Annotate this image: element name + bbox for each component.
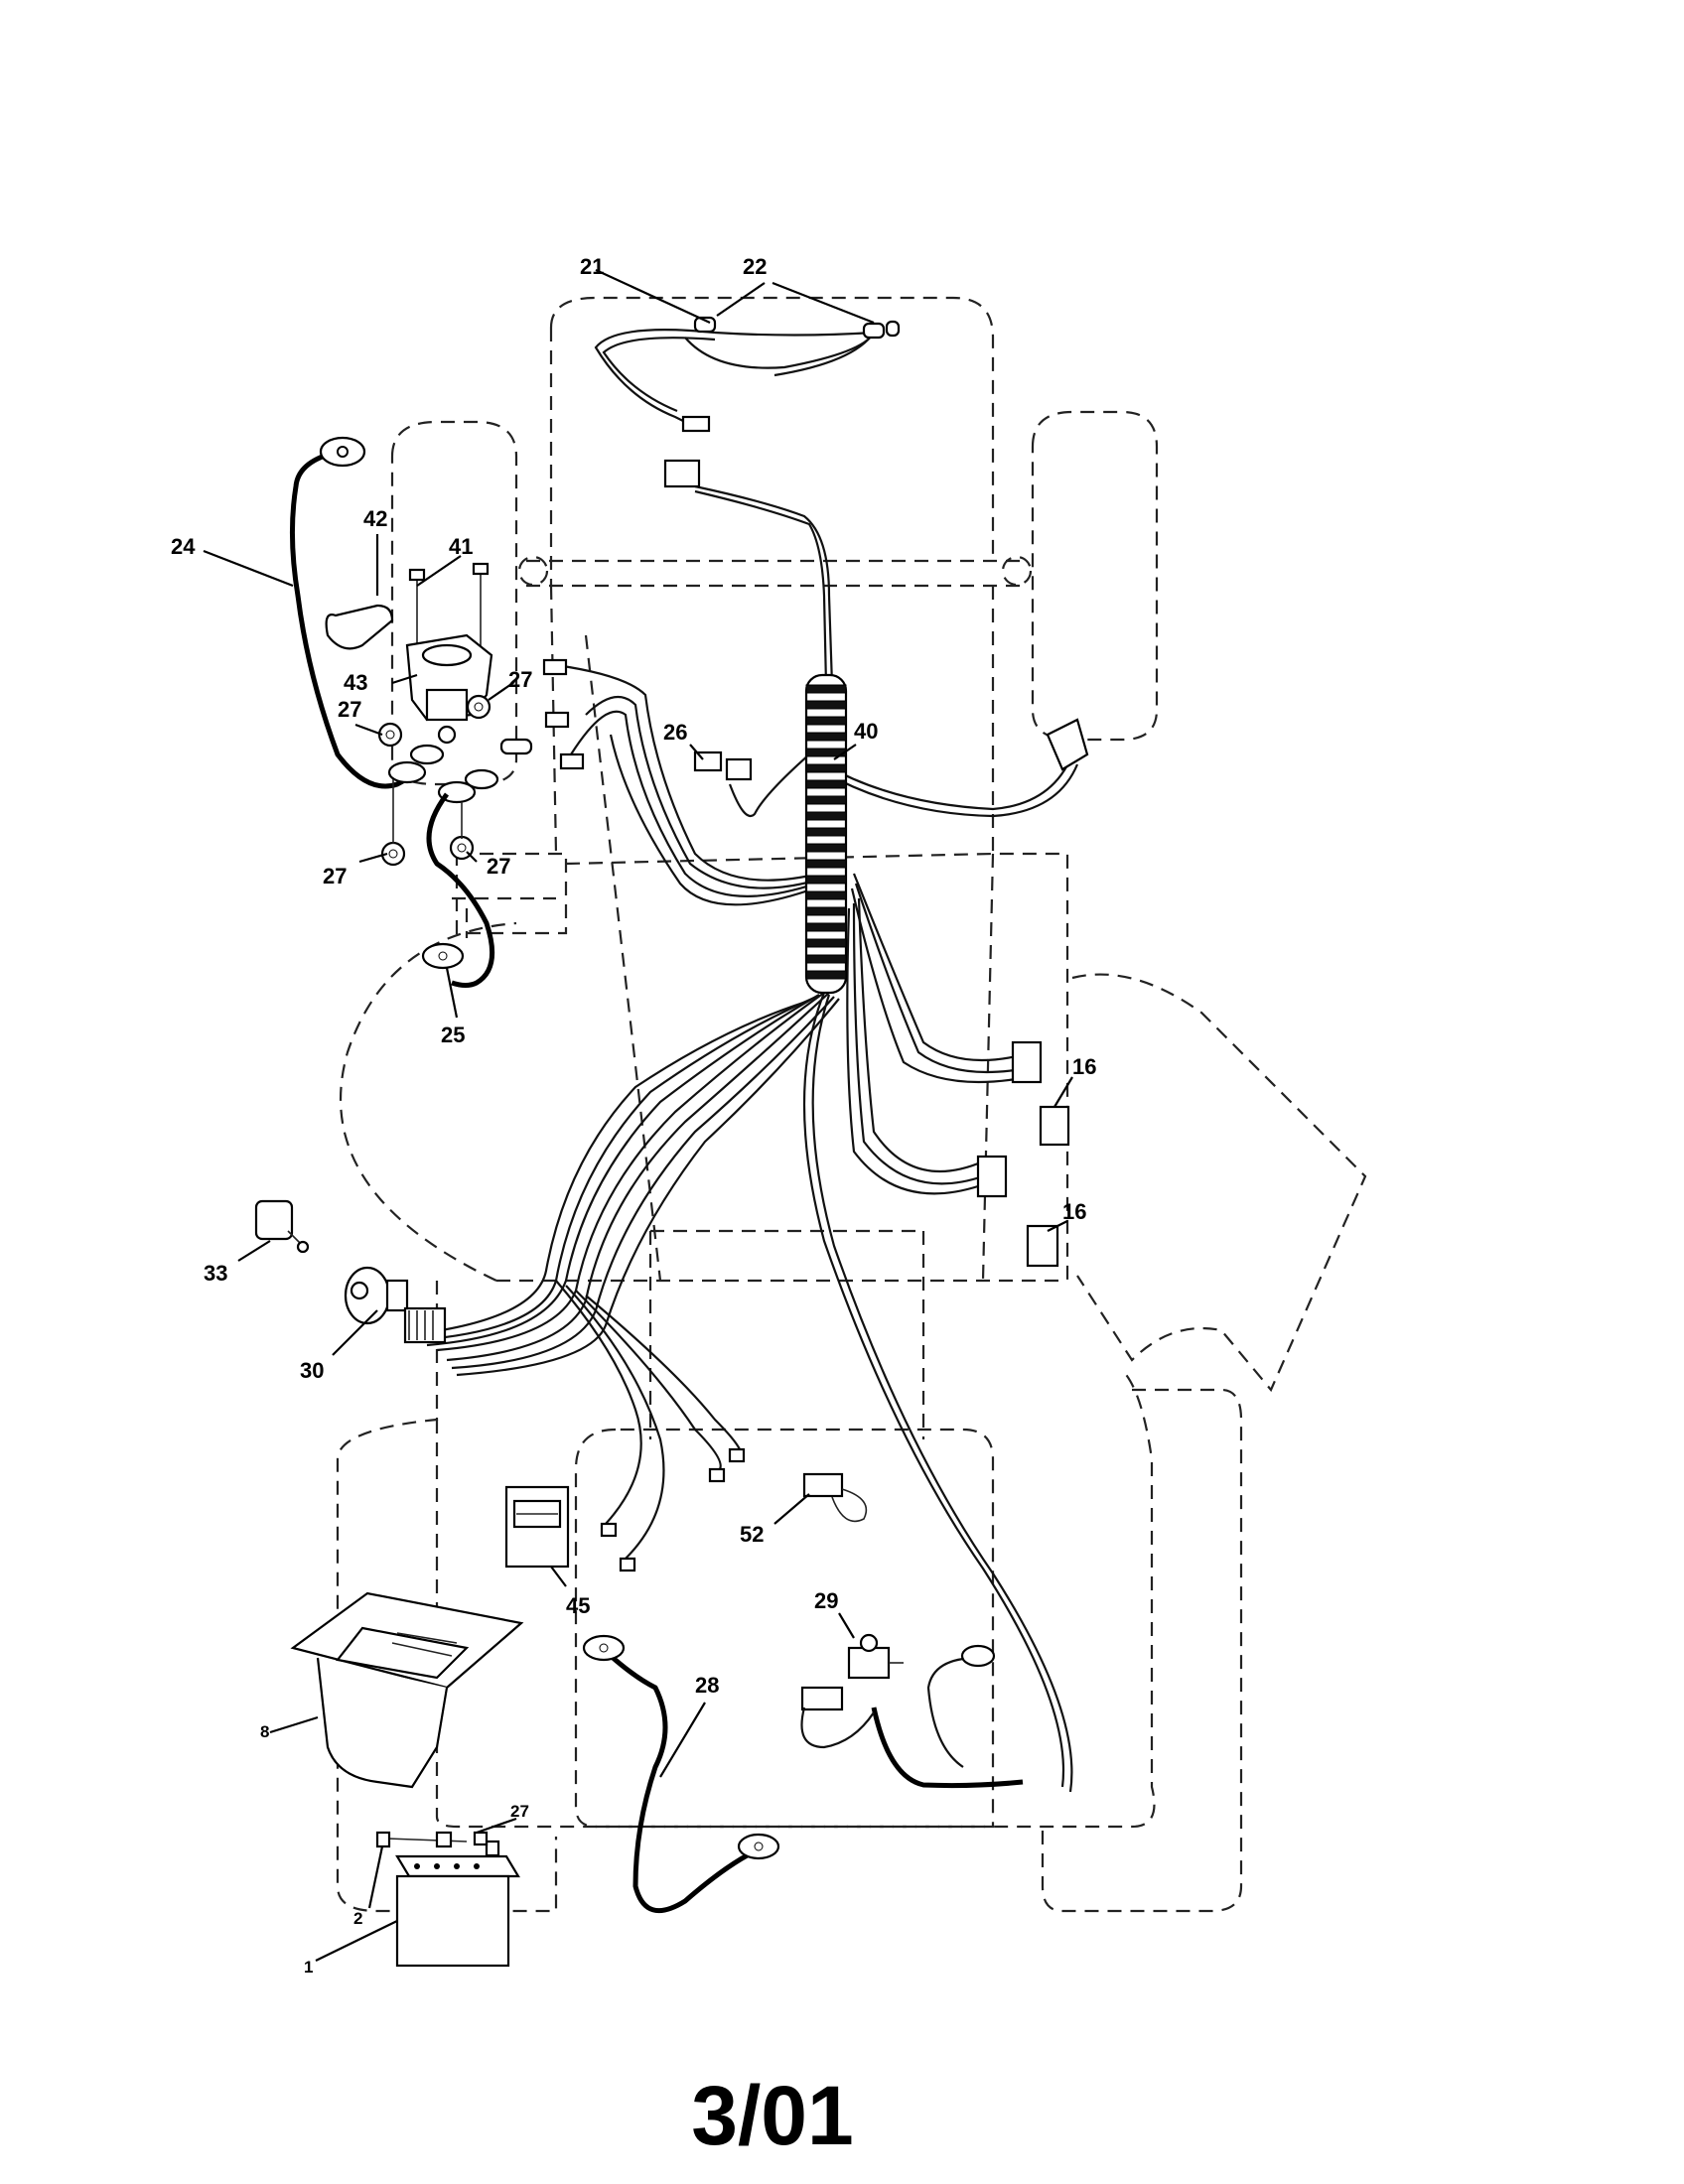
front-right-connector	[1046, 718, 1089, 771]
harness-plug-16-lower	[976, 1155, 1008, 1198]
lower-connectors	[600, 1447, 746, 1572]
left-fender-arc	[340, 921, 517, 1282]
switch-52-body	[802, 1472, 844, 1498]
headlight-harness	[594, 329, 876, 433]
right-rear-wheel-outline	[1041, 1388, 1243, 1913]
battery-body	[395, 1874, 510, 1968]
upper-connectors	[542, 658, 585, 770]
spiral-wrap-coils	[805, 684, 847, 980]
connector-lower-d	[728, 1447, 746, 1463]
label-27-lower-left: 27	[323, 864, 347, 888]
connector-a	[542, 658, 568, 676]
ground-cable-25	[421, 792, 495, 988]
connector-c	[559, 752, 585, 770]
main-harness	[406, 484, 1079, 1793]
battery-nut-27	[473, 1831, 489, 1846]
label-2: 2	[353, 1909, 362, 1928]
label-28: 28	[695, 1673, 719, 1698]
battery-tray-8	[290, 1591, 524, 1789]
label-26: 26	[663, 720, 687, 745]
switch-52	[802, 1472, 868, 1523]
right-fender-outline	[1071, 973, 1367, 1393]
bolt-right-head	[472, 562, 490, 576]
label-29: 29	[814, 1588, 838, 1613]
right-front-wheel-outline	[1031, 410, 1159, 742]
label-21: 21	[580, 254, 604, 279]
label-27-battery: 27	[510, 1802, 529, 1821]
tray-hold-down	[336, 1626, 470, 1680]
solenoid-bolts-41	[408, 562, 490, 655]
front-pivot-right	[1001, 555, 1033, 587]
part-labels: 21 22 24 42 41 43 27 27 27 27 25 26 40 1…	[171, 254, 1096, 1977]
switch-16-lower	[1026, 1224, 1059, 1268]
label-40: 40	[854, 719, 878, 744]
label-24: 24	[171, 534, 196, 559]
battery-1	[395, 1840, 520, 1968]
bolt-left-head	[408, 568, 426, 582]
fuel-solenoid-29	[847, 1633, 996, 1768]
terminal-boot-42	[325, 604, 394, 650]
label-52: 52	[740, 1522, 764, 1547]
connector-26-b	[725, 757, 753, 781]
battery-bolt-2	[375, 1831, 391, 1848]
relay-connector-26	[693, 751, 753, 781]
front-axle-outline	[526, 559, 1023, 588]
ignition-switch-30	[344, 1266, 447, 1344]
battery-cable-28	[582, 1634, 780, 1913]
coil-cord-plug	[800, 1686, 844, 1711]
label-16-lower: 16	[1062, 1199, 1086, 1224]
hood-outline	[549, 296, 995, 586]
frame-right-rail	[981, 586, 995, 1282]
rear-deck-outline	[574, 1428, 995, 1829]
connector-b	[544, 711, 570, 729]
connector-lower-c	[708, 1467, 726, 1483]
battery-hardware	[375, 1831, 489, 1848]
label-41: 41	[449, 534, 473, 559]
label-16-upper: 16	[1072, 1054, 1096, 1079]
harness-plug-16-upper	[1011, 1040, 1043, 1084]
connector-lower-a	[600, 1522, 618, 1538]
date-code: 3/01	[691, 2069, 854, 2162]
label-30: 30	[300, 1358, 324, 1383]
label-22: 22	[743, 254, 767, 279]
label-1: 1	[304, 1958, 313, 1977]
headlight-bulbs	[693, 316, 901, 340]
label-27-right: 27	[508, 667, 532, 692]
leader-lines	[203, 269, 1073, 1962]
label-8: 8	[260, 1722, 269, 1741]
label-42: 42	[363, 506, 387, 531]
label-27-left: 27	[338, 697, 361, 722]
label-33: 33	[204, 1261, 227, 1286]
label-43: 43	[344, 670, 367, 695]
frame-left-rail	[549, 585, 662, 1282]
rear-body-outline	[336, 1281, 558, 1913]
coil-cord	[800, 1686, 1024, 1789]
harness-front-plug	[663, 459, 701, 488]
switch-connectors-16	[976, 1040, 1070, 1268]
module-45	[504, 1485, 570, 1569]
bulb-left	[693, 316, 717, 334]
label-45: 45	[566, 1593, 590, 1618]
rear-tunnel-outline	[435, 1369, 1156, 1829]
spiral-wrap	[804, 673, 848, 995]
tractor-outline	[336, 296, 1367, 1913]
headlight-plug	[681, 415, 711, 433]
fuel-solenoid-body	[847, 1646, 891, 1680]
label-25: 25	[441, 1023, 465, 1047]
ignition-key-33	[254, 1199, 310, 1254]
label-27-lower-right: 27	[487, 854, 510, 879]
connector-lower-b	[619, 1557, 636, 1572]
steering-area-outline	[452, 896, 556, 938]
frame-center-box	[455, 852, 1069, 1281]
bulb-right-tip	[885, 320, 901, 338]
bulb-right	[862, 322, 886, 340]
solenoid-terminals	[387, 738, 533, 844]
frame-crossmember	[496, 1229, 1067, 1439]
starter-solenoid-43	[405, 633, 493, 745]
battery-cable-24	[289, 436, 420, 789]
key-head	[254, 1199, 294, 1241]
switch-16-upper	[1039, 1105, 1070, 1147]
front-pivot-left	[517, 555, 549, 587]
